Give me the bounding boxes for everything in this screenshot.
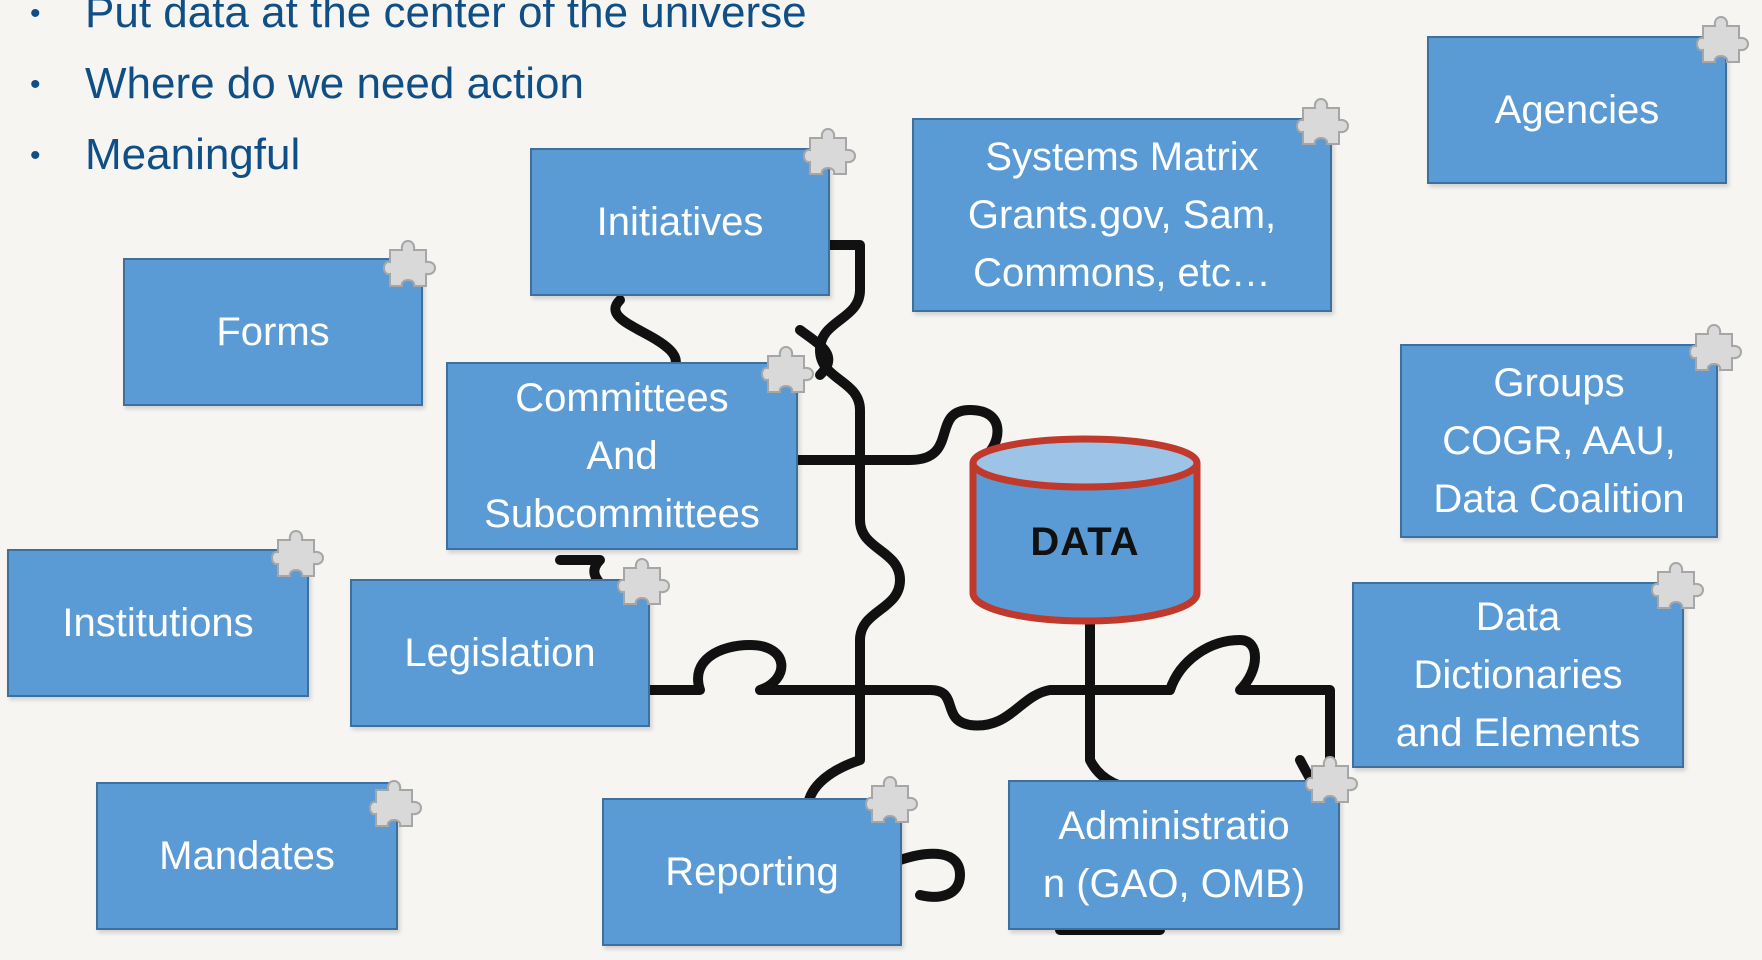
data-label: DATA: [1030, 520, 1140, 564]
puzzle-piece-icon: [1305, 756, 1358, 803]
box-label: Forms: [216, 310, 330, 354]
bullet-item: •Put data at the center of the universe: [30, 0, 807, 37]
puzzle-piece-icon: [383, 240, 436, 287]
box-systems-matrix: Systems Matrix Grants.gov, Sam, Commons,…: [912, 118, 1332, 312]
box-committees: Committees And Subcommittees: [446, 362, 798, 550]
box-data-dictionaries: Data Dictionaries and Elements: [1352, 582, 1684, 768]
puzzle-piece-icon: [803, 128, 856, 175]
box-label: Systems Matrix Grants.gov, Sam, Commons,…: [967, 135, 1277, 295]
data-cylinder-icon: [969, 435, 1201, 625]
box-administration: Administratio n (GAO, OMB): [1008, 780, 1340, 930]
puzzle-piece-icon: [865, 776, 918, 823]
puzzle-piece-icon: [761, 346, 814, 393]
puzzle-piece-icon: [1296, 98, 1349, 145]
box-institutions: Institutions: [7, 549, 309, 697]
box-label: Institutions: [62, 601, 254, 645]
box-legislation: Legislation: [350, 579, 650, 727]
box-forms: Forms: [123, 258, 423, 406]
box-agencies: Agencies: [1427, 36, 1727, 184]
box-label: Legislation: [404, 631, 596, 675]
box-label: Initiatives: [596, 200, 764, 244]
bullet-item: •Meaningful: [30, 130, 301, 179]
box-label: Agencies: [1494, 88, 1660, 132]
puzzle-piece-icon: [1689, 324, 1742, 371]
box-reporting: Reporting: [602, 798, 902, 946]
puzzle-piece-icon: [271, 530, 324, 577]
box-label: Committees And Subcommittees: [484, 376, 760, 536]
puzzle-piece-icon: [1696, 16, 1749, 63]
puzzle-piece-icon: [1651, 562, 1704, 609]
box-mandates: Mandates: [96, 782, 398, 930]
box-initiatives: Initiatives: [530, 148, 830, 296]
box-groups: Groups COGR, AAU, Data Coalition: [1400, 344, 1718, 538]
box-label: Mandates: [159, 834, 335, 878]
puzzle-piece-icon: [617, 558, 670, 605]
box-label: Reporting: [665, 850, 839, 894]
puzzle-piece-icon: [369, 780, 422, 827]
box-label: Data Dictionaries and Elements: [1395, 595, 1641, 755]
box-label: Administratio n (GAO, OMB): [1042, 804, 1306, 906]
bullet-item: •Where do we need action: [30, 59, 584, 108]
box-label: Groups COGR, AAU, Data Coalition: [1433, 361, 1685, 521]
bullet-list: •Put data at the center of the universe …: [30, 0, 807, 191]
